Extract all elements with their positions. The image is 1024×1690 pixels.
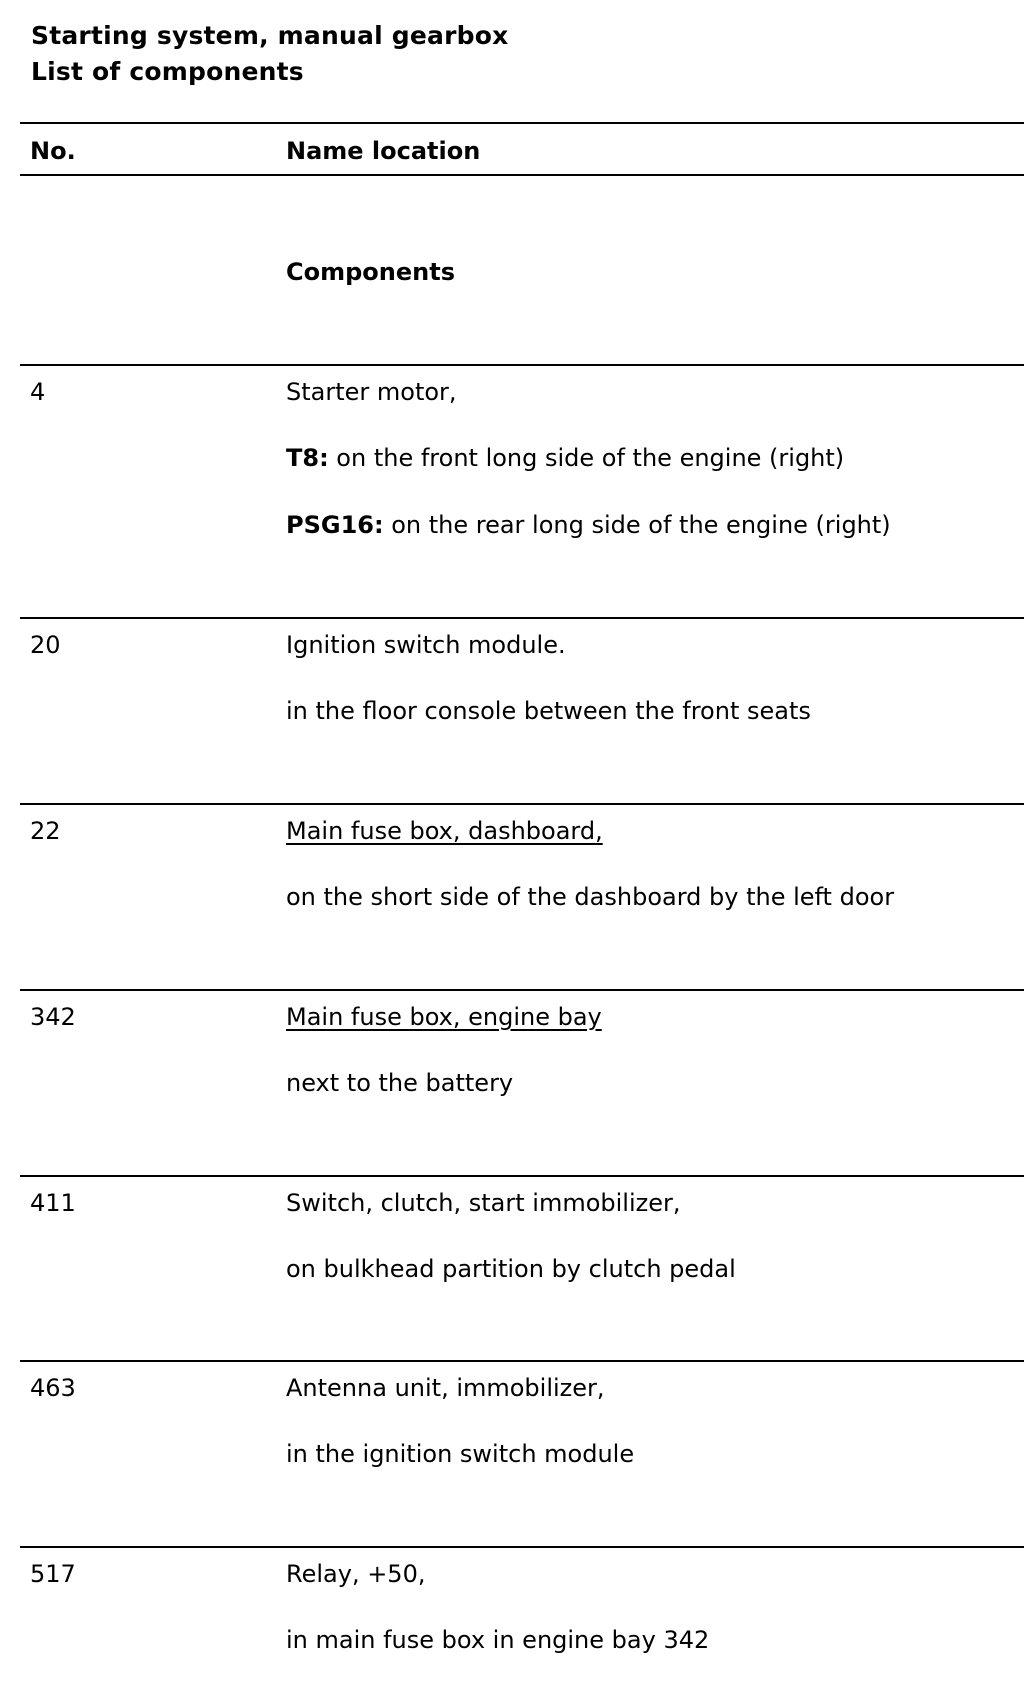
- component-number: 411: [30, 1189, 76, 1217]
- header-top-rule: [20, 122, 1024, 124]
- row-divider: [20, 1175, 1024, 1177]
- component-location: in the ignition switch module: [286, 1440, 635, 1468]
- component-number: 22: [30, 817, 61, 845]
- variant-label: T8:: [286, 444, 329, 472]
- row-divider: [20, 989, 1024, 991]
- row-divider: [20, 803, 1024, 805]
- component-name: Starter motor,: [286, 378, 457, 406]
- component-location: in main fuse box in engine bay 342: [286, 1626, 710, 1654]
- component-name: Ignition switch module.: [286, 631, 566, 659]
- row-divider: [20, 1546, 1024, 1548]
- row-divider: [20, 364, 1024, 366]
- component-name: Relay, +50,: [286, 1560, 426, 1588]
- component-location: in the floor console between the front s…: [286, 697, 811, 725]
- component-name: Antenna unit, immobilizer,: [286, 1374, 605, 1402]
- component-name: Switch, clutch, start immobilizer,: [286, 1189, 681, 1217]
- component-number: 342: [30, 1003, 76, 1031]
- row-divider: [20, 617, 1024, 619]
- component-number: 463: [30, 1374, 76, 1402]
- variant-location-text: on the front long side of the engine (ri…: [328, 444, 845, 472]
- column-header-name-location: Name location: [286, 137, 481, 165]
- component-number: 517: [30, 1560, 76, 1588]
- variant-label: PSG16:: [286, 511, 384, 539]
- component-location: on bulkhead partition by clutch pedal: [286, 1255, 736, 1283]
- title-line-2: List of components: [31, 57, 304, 86]
- component-name-link[interactable]: Main fuse box, engine bay: [286, 1003, 602, 1031]
- component-number: 20: [30, 631, 61, 659]
- component-name-link[interactable]: Main fuse box, dashboard,: [286, 817, 603, 845]
- variant-location-text: on the rear long side of the engine (rig…: [383, 511, 891, 539]
- component-location: PSG16: on the rear long side of the engi…: [286, 510, 891, 540]
- component-number: 4: [30, 378, 46, 406]
- component-location: next to the battery: [286, 1069, 514, 1097]
- title-line-1: Starting system, manual gearbox: [31, 21, 509, 50]
- header-bottom-rule: [20, 174, 1024, 176]
- section-heading: Components: [286, 258, 455, 286]
- column-header-no: No.: [30, 137, 76, 165]
- component-location: on the short side of the dashboard by th…: [286, 883, 895, 911]
- component-location: T8: on the front long side of the engine…: [286, 443, 844, 473]
- row-divider: [20, 1360, 1024, 1362]
- document-title: Starting system, manual gearbox List of …: [31, 18, 508, 90]
